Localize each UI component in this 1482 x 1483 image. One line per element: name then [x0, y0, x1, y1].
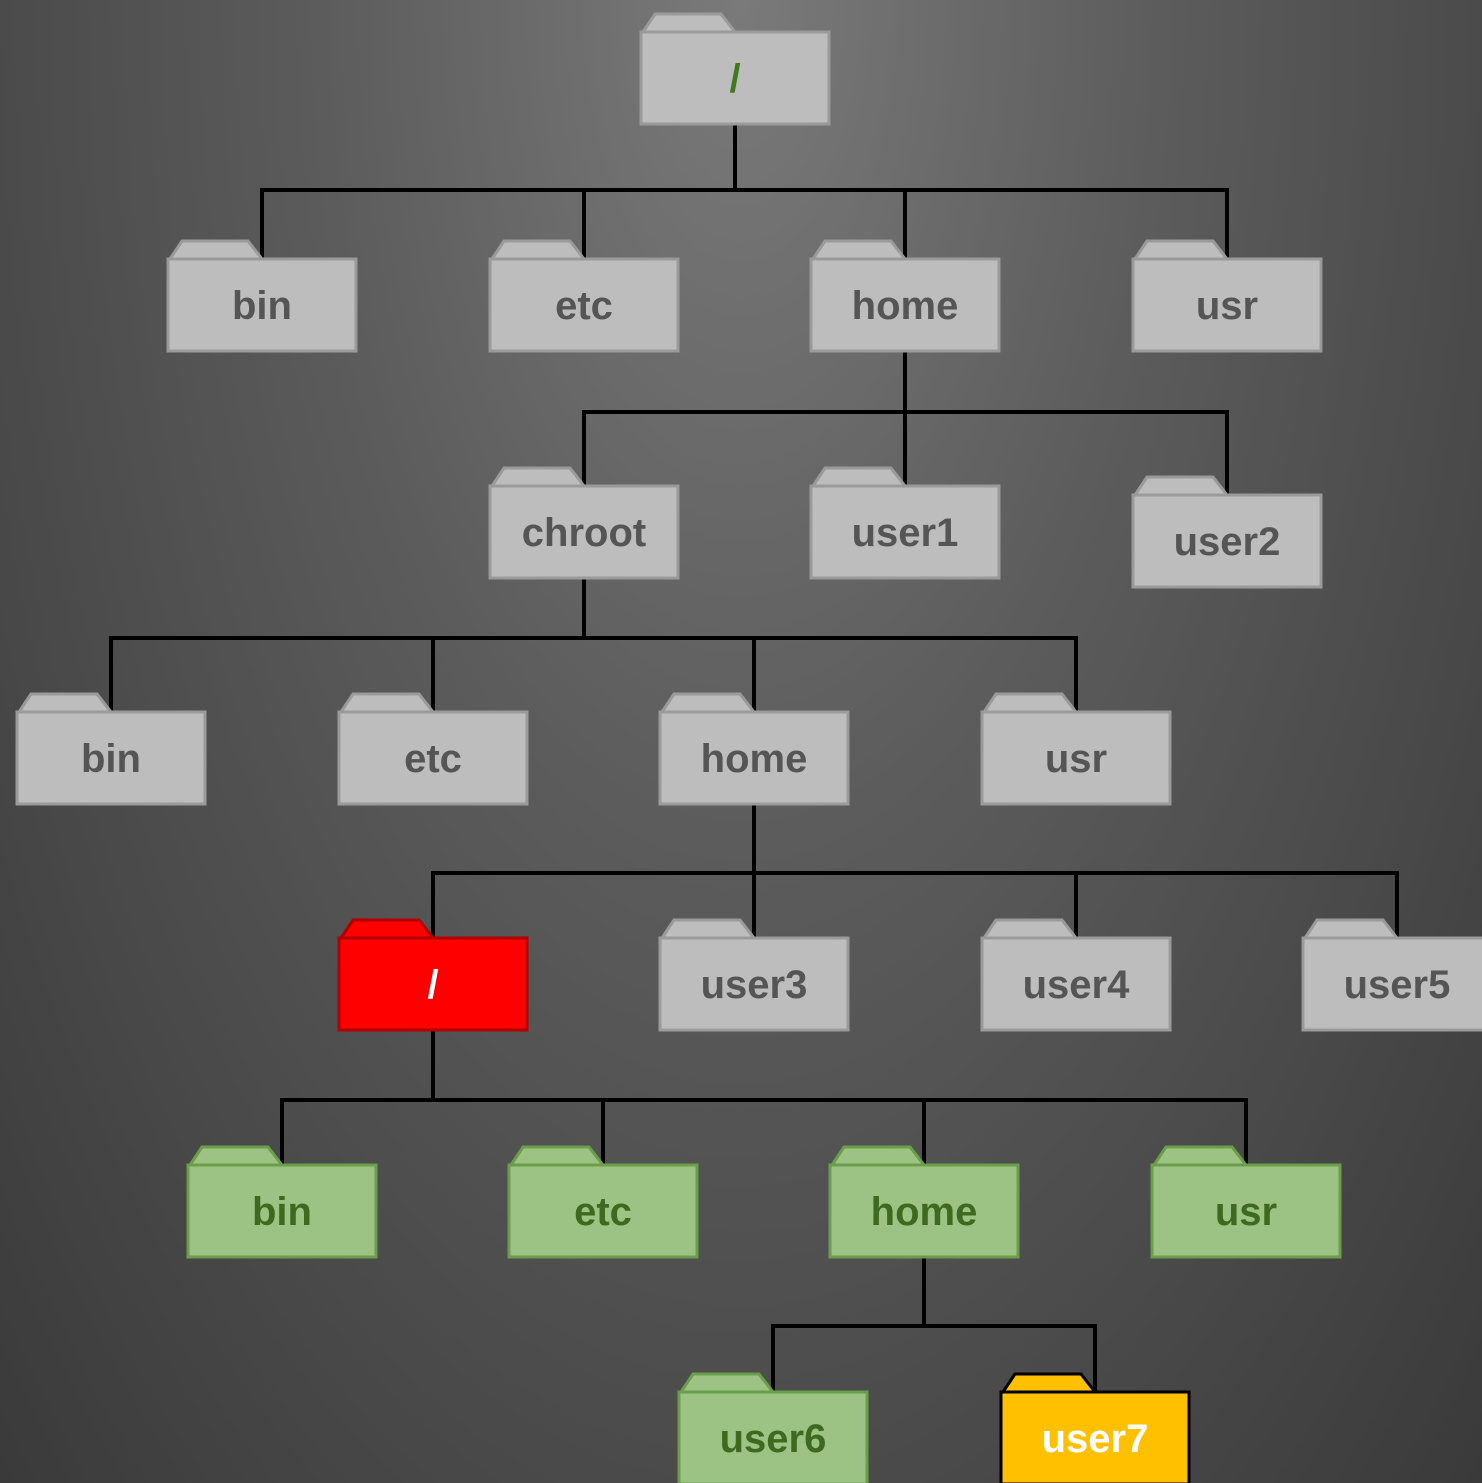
folder-body: [1131, 493, 1323, 589]
folder-label: bin: [232, 284, 292, 328]
folder-etc[interactable]: etc: [488, 239, 680, 353]
folder-body: [658, 936, 850, 1032]
folder-user4[interactable]: user4: [980, 918, 1172, 1032]
folder-label: chroot: [522, 511, 646, 555]
folder-label: user7: [1042, 1417, 1149, 1461]
folder-c-bin[interactable]: bin: [15, 692, 207, 806]
folder-label: bin: [81, 737, 141, 781]
folder-label: user1: [852, 511, 959, 555]
folder-c-etc[interactable]: etc: [337, 692, 529, 806]
folder-body: [507, 1163, 699, 1259]
folder-c-usr[interactable]: usr: [980, 692, 1172, 806]
folder-user2[interactable]: user2: [1131, 475, 1323, 589]
folder-tab-icon: [16, 692, 115, 714]
folder-tab-icon: [659, 692, 758, 714]
folder-label: home: [701, 737, 808, 781]
tree-folders: / bin etc home usr chroot user1 user2 bin etc home…: [15, 12, 1482, 1483]
folder-jail-root[interactable]: /: [337, 918, 529, 1032]
folder-body: [809, 484, 1001, 580]
folder-c-home[interactable]: home: [658, 692, 850, 806]
folder-bin[interactable]: bin: [166, 239, 358, 353]
tree-connectors: [109, 122, 1399, 1394]
folder-tab-icon: [640, 12, 739, 34]
folder-tab-icon: [489, 466, 588, 488]
folder-user5[interactable]: user5: [1301, 918, 1482, 1032]
folder-tab-icon: [981, 692, 1080, 714]
folder-j-usr[interactable]: usr: [1150, 1145, 1342, 1259]
folder-tab-icon: [338, 918, 437, 940]
folder-label: etc: [404, 737, 462, 781]
folder-label: user6: [720, 1417, 827, 1461]
folder-label: user2: [1174, 520, 1281, 564]
folder-label: /: [729, 57, 740, 101]
folder-body: [186, 1163, 378, 1259]
folder-tab-icon: [829, 1145, 928, 1167]
folder-label: usr: [1215, 1190, 1277, 1234]
folder-user6[interactable]: user6: [677, 1372, 869, 1483]
folder-user1[interactable]: user1: [809, 466, 1001, 580]
folder-body: [980, 710, 1172, 806]
folder-body: [809, 257, 1001, 353]
folder-tab-icon: [167, 239, 266, 261]
folder-label: usr: [1196, 284, 1258, 328]
folder-tab-icon: [489, 239, 588, 261]
folder-usr[interactable]: usr: [1131, 239, 1323, 353]
folder-body: [488, 257, 680, 353]
folder-j-home[interactable]: home: [828, 1145, 1020, 1259]
folder-body: [15, 710, 207, 806]
folder-tab-icon: [1132, 475, 1231, 497]
folder-body: [1301, 936, 1482, 1032]
folder-tab-icon: [1000, 1372, 1099, 1394]
folder-tab-icon: [187, 1145, 286, 1167]
folder-body: [488, 484, 680, 580]
folder-body: [166, 257, 358, 353]
folder-tab-icon: [981, 918, 1080, 940]
folder-tab-icon: [338, 692, 437, 714]
folder-user3[interactable]: user3: [658, 918, 850, 1032]
folder-home[interactable]: home: [809, 239, 1001, 353]
folder-body: [658, 710, 850, 806]
folder-tab-icon: [810, 466, 909, 488]
folder-user7[interactable]: user7: [999, 1372, 1191, 1483]
folder-chroot[interactable]: chroot: [488, 466, 680, 580]
folder-body: [999, 1390, 1191, 1483]
folder-tab-icon: [659, 918, 758, 940]
folder-body: [337, 936, 529, 1032]
folder-tab-icon: [1132, 239, 1231, 261]
folder-label: etc: [574, 1190, 632, 1234]
folder-label: user4: [1023, 963, 1130, 1007]
folder-body: [639, 30, 831, 126]
folder-root[interactable]: /: [639, 12, 831, 126]
folder-tab-icon: [1302, 918, 1401, 940]
folder-label: /: [427, 963, 438, 1007]
folder-body: [828, 1163, 1020, 1259]
folder-label: user3: [701, 963, 808, 1007]
folder-label: home: [852, 284, 959, 328]
folder-body: [337, 710, 529, 806]
folder-tab-icon: [508, 1145, 607, 1167]
folder-tab-icon: [810, 239, 909, 261]
folder-body: [1150, 1163, 1342, 1259]
folder-j-etc[interactable]: etc: [507, 1145, 699, 1259]
folder-j-bin[interactable]: bin: [186, 1145, 378, 1259]
folder-tab-icon: [1151, 1145, 1250, 1167]
folder-label: etc: [555, 284, 613, 328]
folder-body: [1131, 257, 1323, 353]
folder-body: [677, 1390, 869, 1483]
folder-label: bin: [252, 1190, 312, 1234]
folder-tab-icon: [678, 1372, 777, 1394]
folder-label: home: [871, 1190, 978, 1234]
folder-label: usr: [1045, 737, 1107, 781]
folder-label: user5: [1344, 963, 1451, 1007]
folder-body: [980, 936, 1172, 1032]
